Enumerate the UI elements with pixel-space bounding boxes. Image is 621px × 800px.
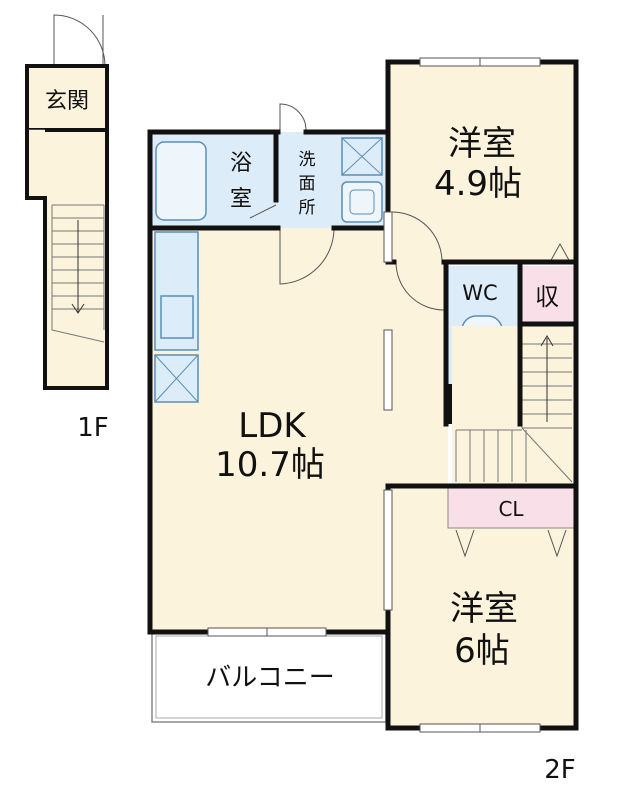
washroom-door-swing [279,103,307,132]
walls-2f [147,59,579,731]
entrance-door-swing [53,14,106,67]
washroom-label-1: 洗 [299,150,316,170]
bath-label-bottom: 室 [230,187,252,212]
ldk-door-swing [279,228,335,285]
wash-basin [341,181,383,223]
bedroom-1 [388,62,576,262]
wc-door-swing [395,261,445,311]
closet-label: CL [498,497,524,521]
bath-door [249,204,277,219]
bedroom-1-name: 洋室 [448,124,516,164]
ldk-size: 10.7帖 [215,445,325,485]
bedroom-1-door-swing [391,211,443,263]
balcony-label: バルコニー [205,663,334,693]
balcony [151,631,387,723]
stairwell-2f [452,326,576,486]
stairwell-1f [25,128,109,390]
bedroom-2-name: 洋室 [450,589,518,629]
kitchen-counter [154,231,199,351]
wc-label: WC [462,281,497,305]
kitchen-sink [160,295,194,339]
entrance-label: 玄関 [45,89,89,114]
washroom-label-2: 面 [299,174,316,194]
bedroom-1-size: 4.9帖 [434,164,522,204]
floor-2-label: 2F [544,755,576,785]
closet [447,487,575,529]
ldk-name: LDK [238,406,307,446]
floor-1: 玄関 1F [25,14,109,443]
storage-label: 収 [535,283,559,311]
washing-machine-space [341,137,383,176]
windows [207,57,541,733]
washroom-label-3: 所 [299,198,316,218]
hallway [388,262,448,486]
storage [520,266,576,324]
bathtub [155,141,207,221]
bedroom-2-size: 6帖 [454,631,510,671]
floor-2: バルコニー LDK 10.7帖 浴 室 洗 面 所 洋 [147,57,579,785]
bath-label-top: 浴 [230,151,252,176]
floor-1-label: 1F [77,413,109,443]
